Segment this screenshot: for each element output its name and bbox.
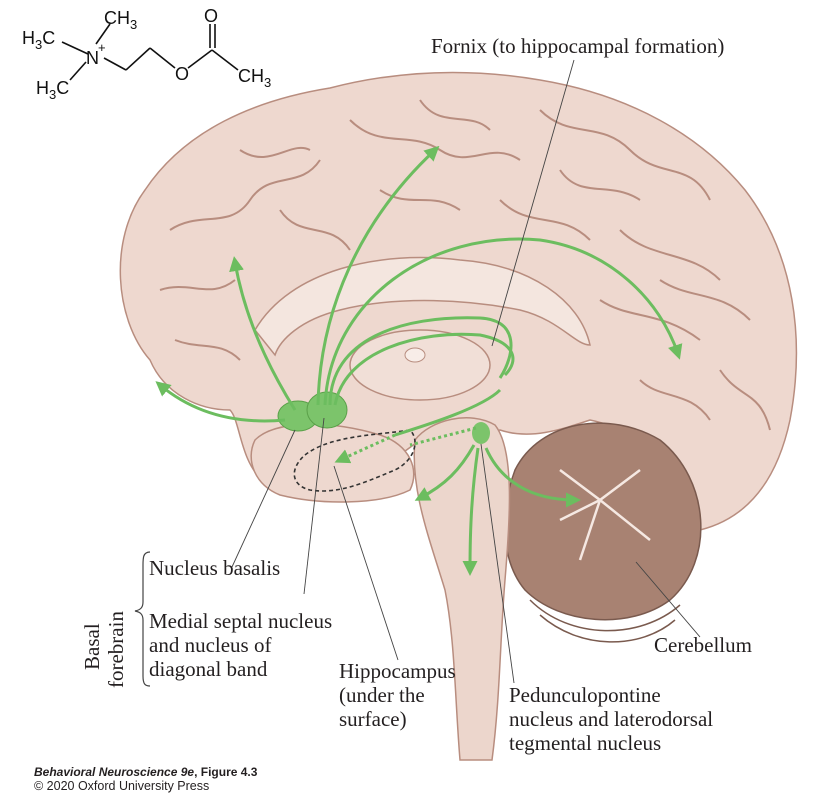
credit-copyright: © 2020 Oxford University Press xyxy=(34,779,210,793)
path-to-hippocampus xyxy=(334,433,396,464)
chem-ch3-top: CH3 xyxy=(104,8,137,32)
credit-book-title: Behavioral Neuroscience 9e xyxy=(34,765,195,779)
chem-o-ester: O xyxy=(175,64,189,84)
label-medial-septal-2: and nucleus of xyxy=(149,633,272,657)
chem-n: N xyxy=(86,48,99,68)
path-pptg-cerebellum xyxy=(484,447,581,508)
label-pedunculopontine-3: tegmental nucleus xyxy=(509,731,662,755)
label-nucleus-basalis: Nucleus basalis xyxy=(149,556,281,580)
credit-figure: , Figure 4.3 xyxy=(194,765,258,779)
path-pptg-left-down xyxy=(414,444,476,501)
chem-ch3-right: CH3 xyxy=(238,66,271,90)
chem-charge: + xyxy=(98,40,106,55)
path-frontal-up xyxy=(229,256,297,411)
label-basal-forebrain-2: forebrain xyxy=(104,611,128,688)
label-cerebellum: Cerebellum xyxy=(654,633,752,657)
basal-forebrain-brace xyxy=(134,551,151,687)
chem-h3c-top: H3C xyxy=(22,28,55,52)
label-hippocampus-2: (under the xyxy=(339,683,425,707)
label-medial-septal-3: diagonal band xyxy=(149,657,268,681)
path-fornix-loop xyxy=(394,388,502,437)
corpus-callosum xyxy=(254,256,591,357)
path-pptg-hippocampus xyxy=(409,426,477,447)
chem-h3c-bottom: H3C xyxy=(36,78,69,102)
label-medial-septal-1: Medial septal nucleus xyxy=(149,609,333,633)
label-hippocampus-3: surface) xyxy=(339,707,407,731)
path-frontal-pole xyxy=(155,381,286,423)
acetylcholine-structure: H3C N + CH3 H3C O O CH3 xyxy=(22,6,271,102)
leader-lines xyxy=(231,59,701,684)
path-superior xyxy=(316,145,440,406)
hippocampus-outline xyxy=(293,429,416,492)
pedunculopontine-blob xyxy=(472,422,490,444)
label-fornix: Fornix (to hippocampal formation) xyxy=(431,34,725,58)
gyri-lines xyxy=(159,99,771,431)
brainstem xyxy=(413,417,511,761)
chem-o-double: O xyxy=(204,6,218,26)
label-pedunculopontine-1: Pedunculopontine xyxy=(509,683,661,707)
path-pptg-down xyxy=(462,447,480,576)
label-basal-forebrain-1: Basal xyxy=(80,623,104,670)
thalamus xyxy=(349,329,491,401)
credit-book: Behavioral Neuroscience 9e, Figure 4.3 xyxy=(34,765,257,779)
label-hippocampus-1: Hippocampus xyxy=(339,659,456,683)
cerebellum-shape xyxy=(504,422,702,643)
label-pedunculopontine-2: nucleus and laterodorsal xyxy=(509,707,714,731)
